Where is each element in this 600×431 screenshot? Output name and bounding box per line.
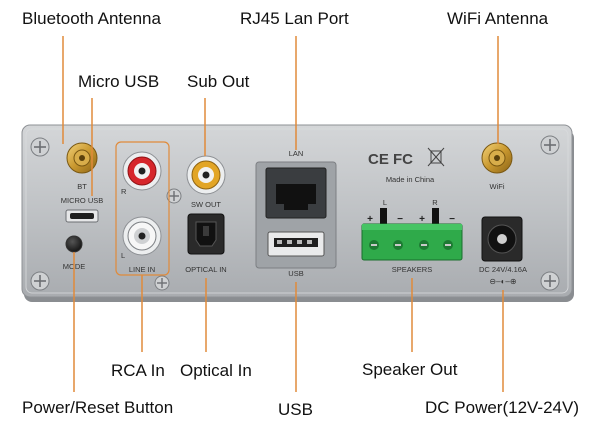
callout-usb: USB xyxy=(278,400,313,419)
wifi-label: WiFi xyxy=(490,182,505,191)
speaker-minus-r: − xyxy=(449,214,455,225)
callout-power-reset-button: Power/Reset Button xyxy=(22,398,174,417)
speaker-terminal-block xyxy=(361,223,463,261)
screw-icon xyxy=(30,271,50,291)
micro-usb-port xyxy=(65,209,99,223)
callout-wifi-antenna: WiFi Antenna xyxy=(447,9,549,28)
weee-bin-icon xyxy=(427,147,445,167)
callout-bluetooth-antenna: Bluetooth Antenna xyxy=(22,9,161,28)
bt-label: BT xyxy=(77,182,87,191)
speaker-l-label: L xyxy=(383,198,387,207)
polarity-icon: ⊖–◐–⊕ xyxy=(489,277,516,286)
screw-icon xyxy=(540,135,560,155)
rca-r-label: R xyxy=(121,187,127,196)
callout-rj45-lan-port: RJ45 Lan Port xyxy=(240,9,349,28)
callout-leader-lines xyxy=(62,36,504,392)
dc-power-jack xyxy=(481,216,523,262)
speaker-minus-l: − xyxy=(397,214,403,225)
optical-in-port xyxy=(187,213,225,255)
speaker-plus-l: + xyxy=(367,214,373,225)
screw-icon xyxy=(540,271,560,291)
screw-icon xyxy=(30,137,50,157)
callout-sub-out: Sub Out xyxy=(187,72,250,91)
speakers-label: SPEAKERS xyxy=(392,265,432,274)
screw-icon xyxy=(166,188,182,204)
screw-icon xyxy=(154,275,170,291)
rj45-port xyxy=(265,167,327,219)
speaker-r-label: R xyxy=(432,198,438,207)
rca-left-jack xyxy=(122,216,162,256)
callout-micro-usb: Micro USB xyxy=(78,72,160,91)
wifi-antenna-connector xyxy=(481,142,513,174)
usb-port xyxy=(267,231,325,257)
micro-usb-label: MICRO USB xyxy=(61,196,104,205)
callout-rca-in: RCA In xyxy=(111,361,165,380)
chassis-inner-edge xyxy=(25,128,569,294)
callout-speaker-out: Speaker Out xyxy=(362,360,458,379)
callout-dc-power: DC Power(12V-24V) xyxy=(425,398,580,417)
mode-button xyxy=(65,235,83,253)
callout-optical-in: Optical In xyxy=(180,361,252,380)
optical-in-label: OPTICAL IN xyxy=(185,265,226,274)
dc-rating-label: DC 24V/4.16A xyxy=(479,265,527,274)
sw-out-label: SW OUT xyxy=(191,200,221,209)
sub-out-jack xyxy=(186,155,226,195)
made-in-label: Made in China xyxy=(386,175,435,184)
usb-label: USB xyxy=(288,269,303,278)
bluetooth-antenna-connector xyxy=(66,142,98,174)
rca-right-jack xyxy=(122,151,162,191)
speaker-plus-r: + xyxy=(419,214,425,225)
line-in-label: LINE IN xyxy=(129,265,155,274)
lan-label: LAN xyxy=(289,149,304,158)
rca-l-label: L xyxy=(121,251,125,260)
certification-marks: CE FC xyxy=(368,151,413,168)
